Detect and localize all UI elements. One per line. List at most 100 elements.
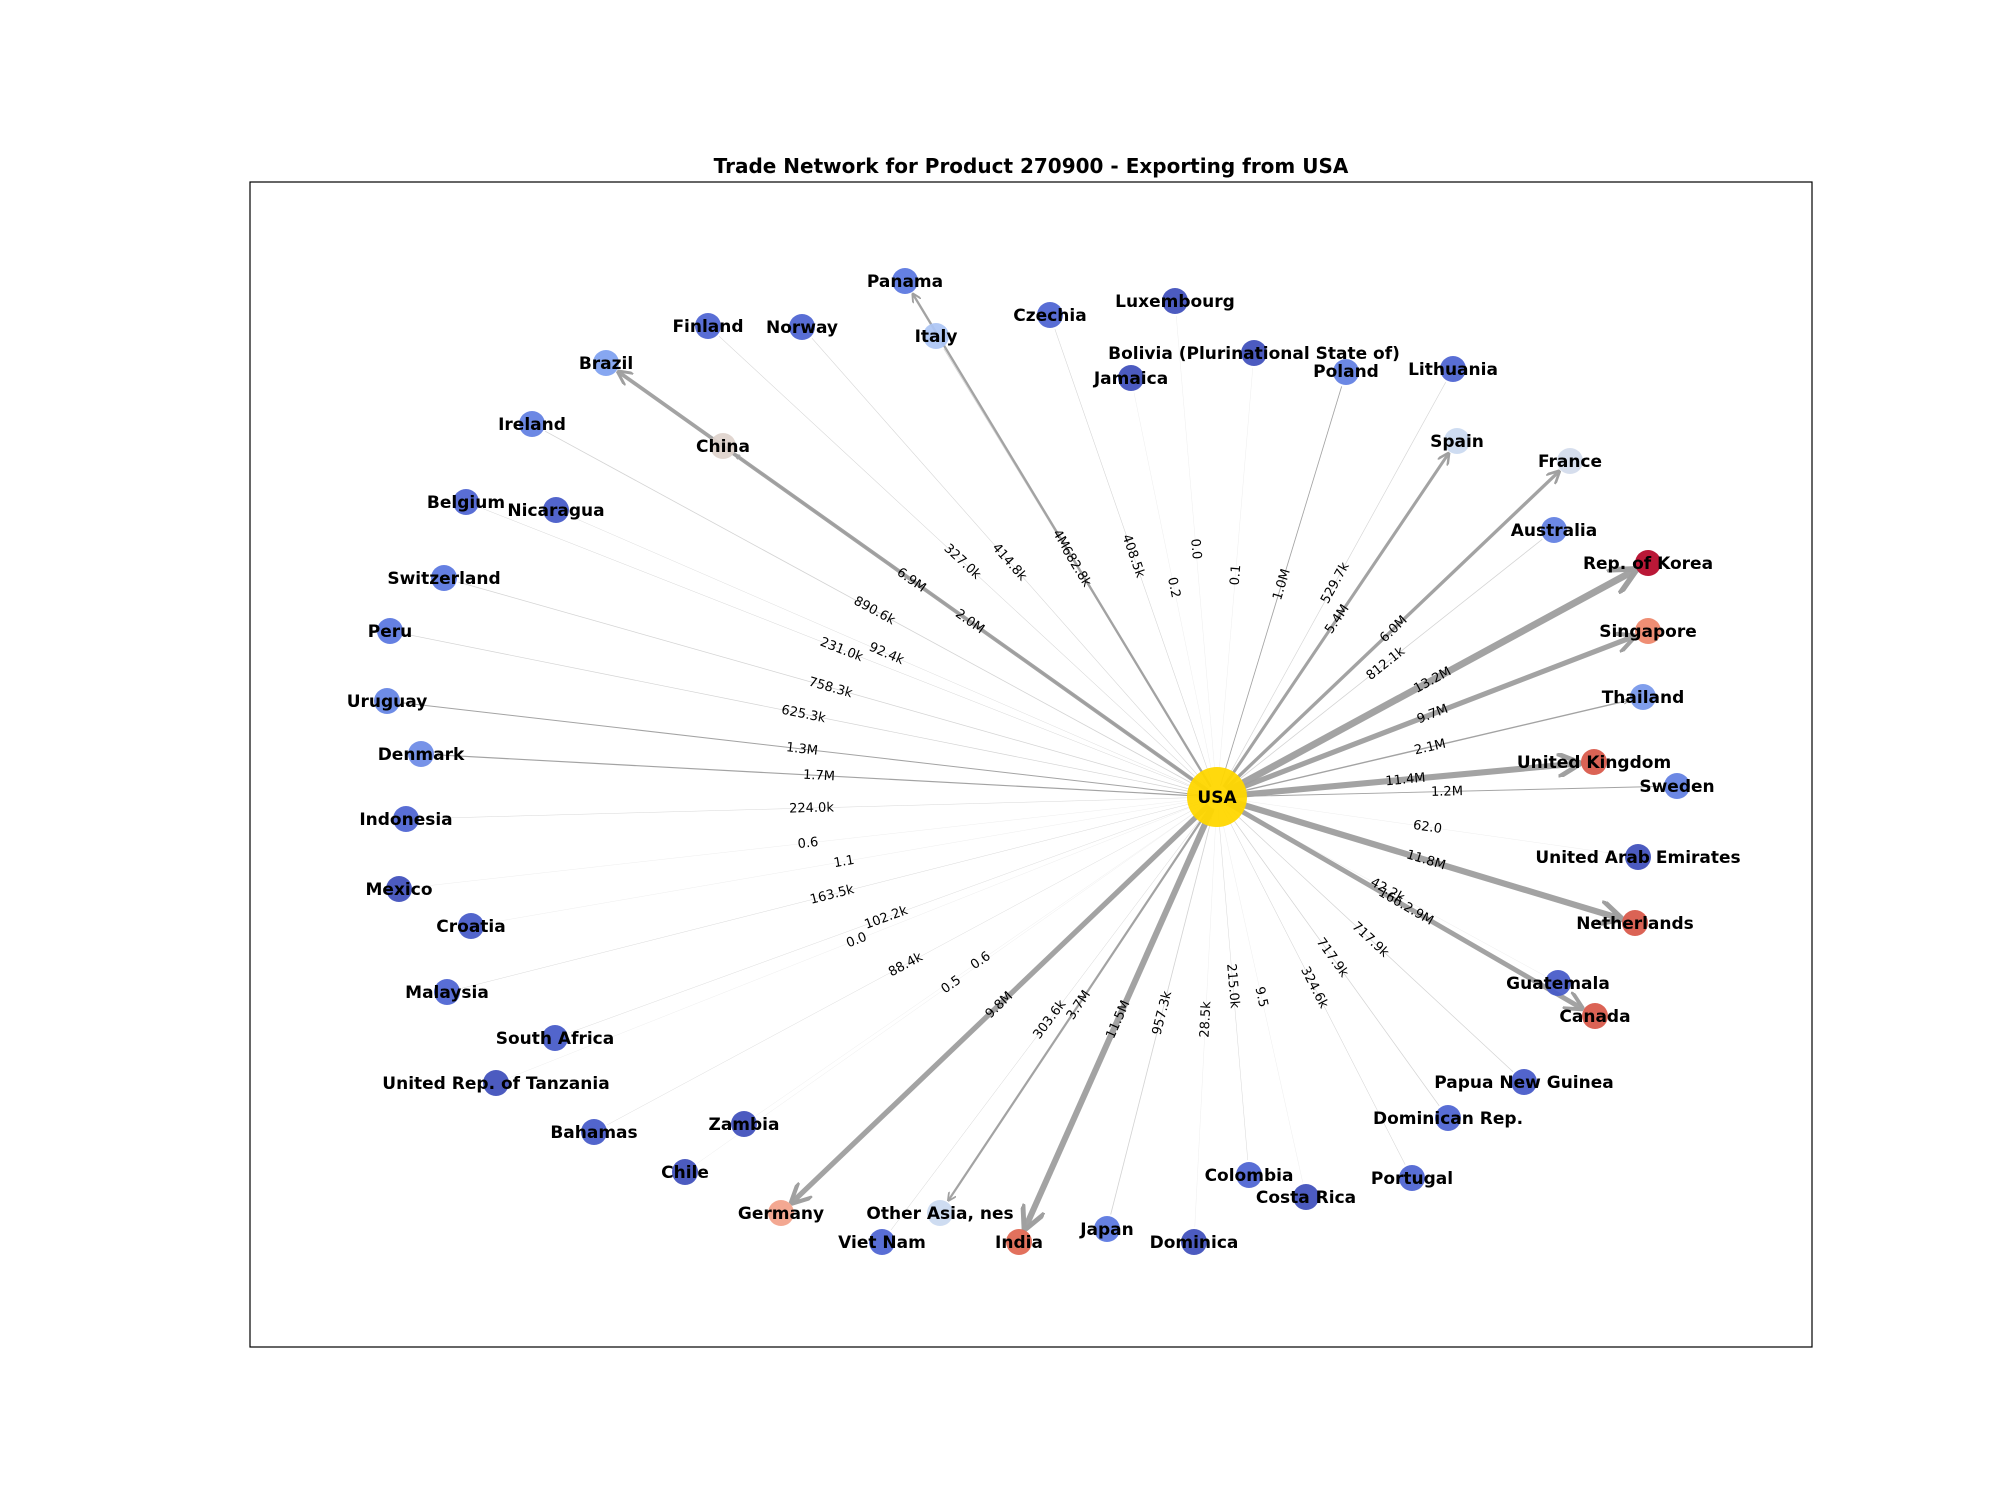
- node-bolivia-plurinational-state-of: Bolivia (Plurinational State of): [1108, 340, 1400, 366]
- node-marker-papua-new-guinea: [1511, 1069, 1537, 1095]
- edge-usa-viet-nam: [890, 806, 1210, 1231]
- edge-usa-united-arab-emirates: [1228, 798, 1624, 856]
- edge-usa-norway: [811, 338, 1210, 789]
- edge-usa-singapore: [1227, 636, 1634, 796]
- node-marker-poland: [1333, 359, 1359, 385]
- node-label-canada: Canada: [1559, 1007, 1630, 1027]
- node-japan: Japan: [1079, 1216, 1134, 1242]
- edge-label-italy: 682.8k: [1058, 544, 1094, 590]
- node-china: China: [696, 433, 750, 459]
- edge-label-chile: 0.5: [939, 973, 965, 997]
- edge-usa-costa-rica: [1219, 808, 1303, 1183]
- node-marker-bahamas: [581, 1119, 607, 1145]
- edge-usa-luxembourg: [1176, 315, 1217, 786]
- node-marker-netherlands: [1622, 910, 1648, 936]
- node-label-uruguay: Uruguay: [347, 692, 428, 712]
- node-marker-peru: [377, 618, 403, 644]
- node-label-papua-new-guinea: Papua New Guinea: [1434, 1073, 1614, 1093]
- node-italy: Italy: [915, 323, 958, 349]
- node-marker-finland: [695, 313, 721, 339]
- hub-label: USA: [1197, 788, 1237, 808]
- node-label-peru: Peru: [368, 622, 412, 642]
- node-label-italy: Italy: [915, 327, 958, 347]
- node-label-netherlands: Netherlands: [1576, 914, 1694, 934]
- node-marker-south-africa: [542, 1025, 568, 1051]
- node-zambia: Zambia: [709, 1111, 779, 1137]
- edge-usa-bolivia-plurinational-state-of: [1217, 367, 1253, 786]
- edge-label-singapore: 9.7M: [1415, 702, 1450, 727]
- node-label-lithuania: Lithuania: [1408, 360, 1498, 380]
- node-marker-other-asia-nes: [927, 1200, 953, 1226]
- edge-usa-croatia: [485, 798, 1206, 924]
- node-marker-luxembourg: [1162, 288, 1188, 314]
- edge-usa-rep-of-korea: [1225, 570, 1635, 795]
- edge-label-luxembourg: 0.0: [1187, 538, 1204, 560]
- edge-label-dominican-rep: 717.9k: [1313, 935, 1352, 980]
- node-netherlands: Netherlands: [1576, 910, 1694, 936]
- edge-usa-canada: [1226, 800, 1582, 1008]
- node-label-united-arab-emirates: United Arab Emirates: [1535, 848, 1740, 868]
- edge-usa-india: [1025, 806, 1215, 1228]
- node-marker-dominican-rep: [1435, 1105, 1461, 1131]
- edge-label-colombia: 215.0k: [1223, 963, 1242, 1009]
- node-marker-germany: [768, 1200, 794, 1226]
- node-marker-spain: [1444, 428, 1470, 454]
- node-poland: Poland: [1313, 359, 1379, 385]
- node-czechia: Czechia: [1013, 302, 1087, 328]
- edge-usa-finland: [718, 335, 1209, 790]
- edge-usa-dominica: [1194, 808, 1217, 1228]
- node-marker-guatemala: [1545, 970, 1571, 996]
- edge-usa-panama: [913, 294, 1212, 788]
- edge-label-bahamas: 88.4k: [886, 949, 926, 980]
- node-other-asia-nes: Other Asia, nes: [866, 1200, 1014, 1226]
- node-marker-denmark: [408, 741, 434, 767]
- node-label-belgium: Belgium: [427, 493, 505, 513]
- edge-usa-jamaica: [1133, 392, 1215, 786]
- node-marker-united-rep-of-tanzania: [483, 1070, 509, 1096]
- edge-label-japan: 957.3k: [1150, 989, 1176, 1037]
- node-label-south-africa: South Africa: [496, 1029, 615, 1049]
- edge-usa-australia: [1226, 539, 1543, 790]
- node-marker-australia: [1541, 517, 1567, 543]
- node-usa-hub: USA: [1187, 767, 1247, 827]
- node-bahamas: Bahamas: [550, 1119, 638, 1145]
- edge-usa-spain: [1222, 453, 1449, 788]
- node-marker-switzerland: [431, 565, 457, 591]
- edge-label-united-kingdom: 11.4M: [1385, 771, 1426, 790]
- edge-usa-united-rep-of-tanzania: [509, 801, 1206, 1078]
- node-brazil: Brazil: [579, 350, 633, 376]
- node-portugal: Portugal: [1371, 1165, 1453, 1191]
- node-marker-mexico: [386, 876, 412, 902]
- edge-label-netherlands: 11.8M: [1404, 848, 1447, 874]
- node-marker-panama: [892, 268, 918, 294]
- edge-label-denmark: 1.7M: [803, 768, 836, 785]
- node-marker-lithuania: [1440, 356, 1466, 382]
- edge-label-ireland: 890.6k: [851, 594, 898, 629]
- edge-usa-nicaragua: [569, 515, 1207, 793]
- node-label-chile: Chile: [661, 1163, 709, 1183]
- node-canada: Canada: [1559, 1003, 1631, 1029]
- edge-label-costa-rica: 9.5: [1251, 985, 1270, 1008]
- edge-label-poland: 1.0M: [1270, 567, 1294, 602]
- node-viet-nam: Viet Nam: [838, 1229, 926, 1255]
- node-thailand: Thailand: [1602, 684, 1684, 710]
- edge-usa-dominican-rep: [1223, 806, 1440, 1107]
- edge-label-peru: 625.3k: [780, 703, 827, 727]
- node-label-panama: Panama: [867, 272, 943, 292]
- node-label-viet-nam: Viet Nam: [838, 1233, 926, 1253]
- node-marker-brazil: [593, 350, 619, 376]
- edge-label-nicaragua: 92.4k: [867, 640, 907, 668]
- node-label-australia: Australia: [1511, 521, 1598, 541]
- edge-usa-france: [1224, 471, 1559, 790]
- node-label-france: France: [1538, 452, 1602, 472]
- node-france: France: [1538, 448, 1602, 474]
- node-spain: Spain: [1430, 428, 1484, 454]
- node-marker-italy: [923, 323, 949, 349]
- edge-usa-zambia: [756, 803, 1208, 1116]
- plot-frame: [249, 181, 1813, 1348]
- node-peru: Peru: [368, 618, 412, 644]
- node-label-germany: Germany: [738, 1204, 824, 1224]
- node-united-kingdom: United Kingdom: [1517, 749, 1671, 775]
